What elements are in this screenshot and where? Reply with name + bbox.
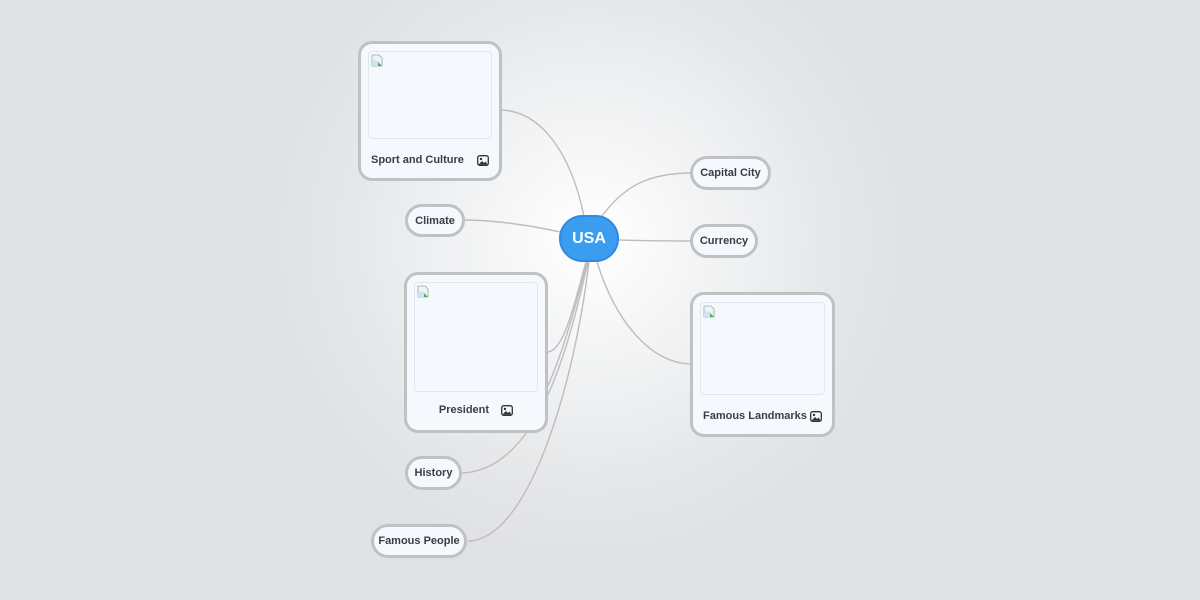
image-icon[interactable]: [501, 404, 514, 416]
link-sport-and-culture: [501, 109, 585, 217]
link-president-2: [545, 261, 588, 391]
link-climate: [464, 219, 561, 233]
node-label: Climate: [415, 214, 455, 227]
node-famous-landmarks[interactable]: Famous Landmarks: [690, 292, 835, 437]
node-label: Famous Landmarks: [703, 410, 807, 422]
node-sport-and-culture[interactable]: Sport and Culture: [358, 41, 502, 181]
image-icon[interactable]: [810, 410, 822, 422]
root-node-usa[interactable]: USA: [559, 215, 619, 262]
node-president[interactable]: President: [404, 272, 548, 433]
node-currency[interactable]: Currency: [690, 224, 758, 258]
image-icon[interactable]: [477, 154, 489, 166]
link-capital-city: [601, 172, 693, 217]
link-famous-landmarks: [596, 261, 693, 365]
node-label: Famous People: [378, 535, 460, 547]
link-famous-people: [467, 261, 590, 542]
node-label: Currency: [699, 235, 749, 247]
image-placeholder: [700, 302, 825, 395]
broken-image-icon: [417, 285, 429, 298]
image-placeholder: [414, 282, 538, 392]
node-label: History: [414, 467, 453, 479]
root-node-label: USA: [572, 229, 606, 247]
node-label: President: [438, 404, 490, 416]
node-label: Capital City: [700, 167, 761, 179]
node-climate[interactable]: Climate: [405, 204, 465, 237]
node-famous-people[interactable]: Famous People: [371, 524, 467, 558]
node-history[interactable]: History: [405, 456, 462, 490]
link-currency: [618, 239, 693, 242]
node-capital-city[interactable]: Capital City: [690, 156, 771, 190]
broken-image-icon: [703, 305, 715, 318]
node-label: Sport and Culture: [371, 154, 464, 166]
image-placeholder: [368, 51, 492, 139]
link-president: [547, 261, 587, 353]
broken-image-icon: [371, 54, 383, 67]
